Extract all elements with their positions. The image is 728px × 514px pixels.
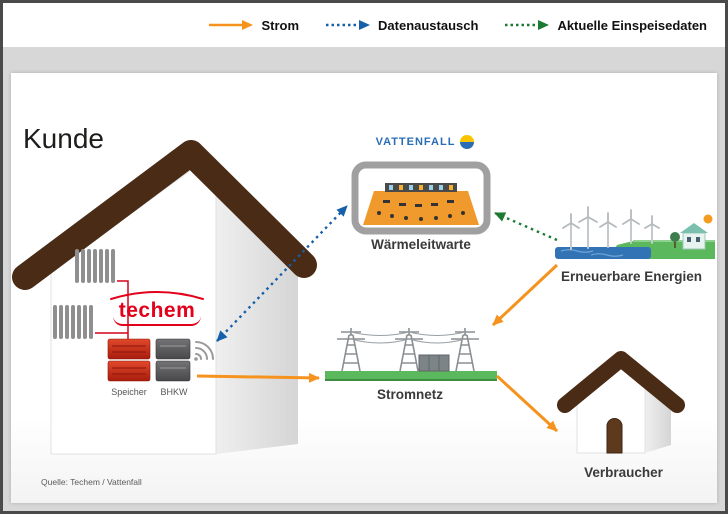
diagram-canvas (12, 140, 715, 455)
legend-item-datenaustausch: Datenaustausch (325, 18, 478, 33)
power-grid-illustration (325, 328, 497, 381)
arrow-strom-grid-to-consumer (495, 374, 559, 433)
radiator-icon (75, 249, 115, 283)
consumer-label: Verbraucher (584, 465, 663, 480)
power-lines (350, 331, 466, 344)
chp-label: BHKW (160, 387, 188, 397)
flow-arrows (196, 205, 559, 433)
solid-orange-arrow-icon (209, 20, 254, 30)
legend-bar: Strom Datenaustausch Aktuelle Einspeised… (3, 3, 725, 47)
customer-title: Kunde (23, 123, 104, 154)
diagram-panel: Kunde VATTENFALL techem Speicher BHKW Wä… (11, 73, 717, 503)
arrow-einspeisedaten (494, 211, 558, 242)
chp-unit-icon (155, 338, 191, 382)
vattenfall-logo: VATTENFALL (359, 135, 491, 149)
transmission-tower-icon (337, 328, 479, 372)
roof (557, 351, 685, 413)
dotted-blue-arrow-icon (326, 20, 371, 30)
legend-item-einspeisedaten: Aktuelle Einspeisedaten (504, 18, 707, 33)
legend-item-strom: Strom (208, 18, 299, 33)
legend-label-datenaustausch: Datenaustausch (378, 17, 479, 33)
dotted-green-arrow-icon (505, 20, 550, 30)
vattenfall-wordmark: VATTENFALL (375, 136, 456, 148)
control-center-illustration (351, 161, 491, 235)
tree-icon (670, 232, 680, 248)
arrow-strom-bhkw-to-grid (196, 372, 320, 383)
heating-pipe (95, 280, 129, 339)
grid-label: Stromnetz (376, 387, 443, 402)
storage-label: Speicher (111, 387, 147, 397)
consumer-house-illustration (557, 351, 685, 454)
control-room-people (377, 200, 465, 221)
source-note: Quelle: Techem / Vattenfall (41, 477, 142, 487)
sun-icon (703, 214, 713, 224)
arrow-datenaustausch (216, 205, 348, 342)
wind-turbine-blades (562, 206, 660, 229)
transformer-icon (418, 354, 450, 372)
techem-logo: techem (113, 299, 201, 326)
wind-turbine-icon (570, 216, 653, 250)
legend-label-einspeisedaten: Aktuelle Einspeisedaten (557, 17, 707, 33)
control-center-label: Wärmeleitwarte (371, 237, 471, 252)
legend-label-strom: Strom (261, 17, 300, 33)
arrow-strom-renewables-to-grid (491, 263, 559, 327)
storage-unit-icon (107, 338, 151, 382)
radiator-icon (53, 305, 93, 339)
vattenfall-logo-icon (460, 135, 475, 149)
renewables-label: Erneuerbare Energien (560, 269, 703, 284)
eco-house-icon (680, 223, 708, 250)
wifi-icon (194, 341, 214, 361)
techem-swoosh (110, 291, 204, 300)
door (606, 418, 623, 454)
renewables-illustration (555, 206, 715, 259)
